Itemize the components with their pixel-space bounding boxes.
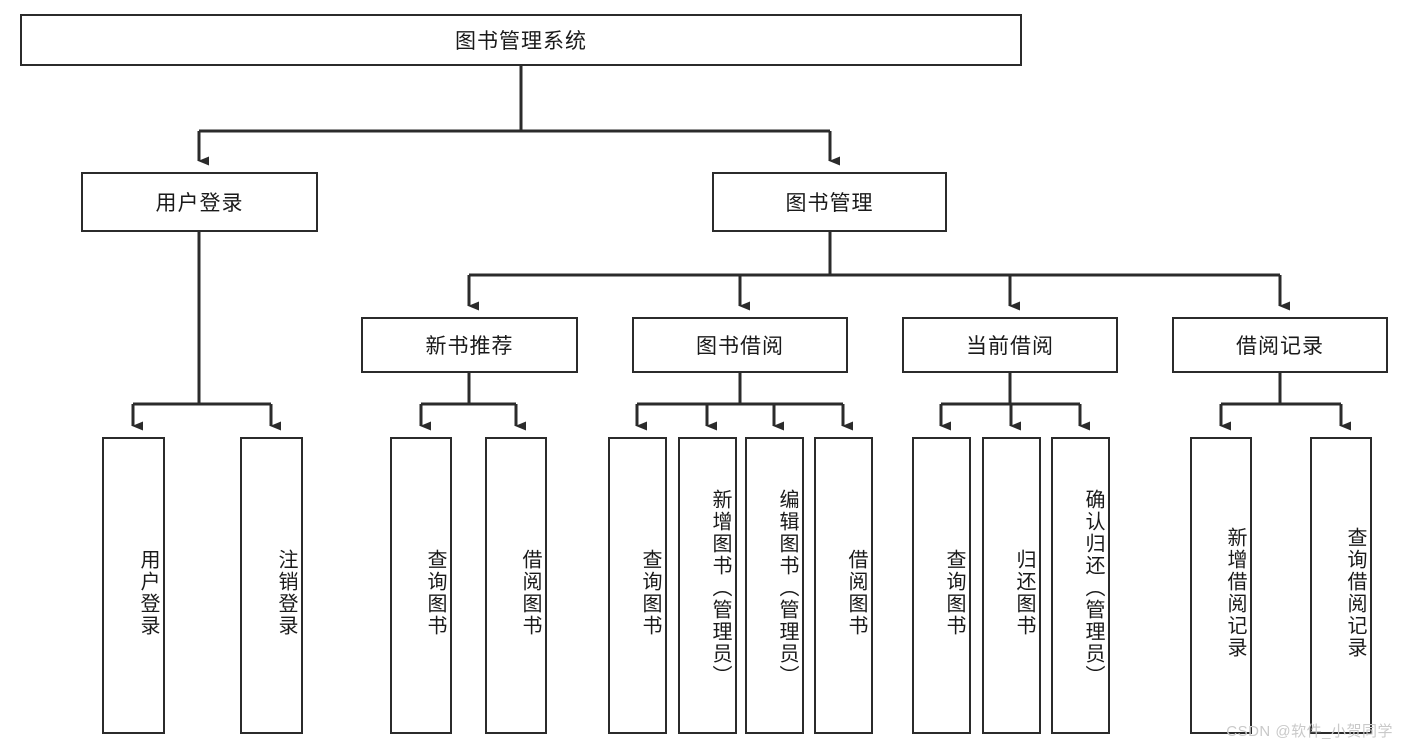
node-new-book-recommend[interactable]: 新书推荐 bbox=[361, 317, 578, 373]
node-root-system[interactable]: 图书管理系统 bbox=[20, 14, 1022, 66]
node-book-borrow[interactable]: 图书借阅 bbox=[632, 317, 848, 373]
leaf-node-confirm-return-admin[interactable]: 确认归还（管理员） bbox=[1051, 437, 1110, 734]
leaf-node-add-borrow-record[interactable]: 新增借阅记录 bbox=[1190, 437, 1252, 734]
leaf-node-borrow-book-recommend[interactable]: 借阅图书 bbox=[485, 437, 547, 734]
leaf-node-query-book-recommend[interactable]: 查询图书 bbox=[390, 437, 452, 734]
node-book-management[interactable]: 图书管理 bbox=[712, 172, 947, 232]
leaf-node-borrow-book[interactable]: 借阅图书 bbox=[814, 437, 873, 734]
leaf-node-return-book[interactable]: 归还图书 bbox=[982, 437, 1041, 734]
leaf-node-query-book-borrow[interactable]: 查询图书 bbox=[608, 437, 667, 734]
node-current-borrow[interactable]: 当前借阅 bbox=[902, 317, 1118, 373]
leaf-node-query-borrow-record[interactable]: 查询借阅记录 bbox=[1310, 437, 1372, 734]
watermark-label: CSDN @软件_小贺同学 bbox=[1226, 723, 1393, 740]
leaf-node-query-book-current[interactable]: 查询图书 bbox=[912, 437, 971, 734]
node-borrow-records[interactable]: 借阅记录 bbox=[1172, 317, 1388, 373]
leaf-node-add-book-admin[interactable]: 新增图书（管理员） bbox=[678, 437, 737, 734]
leaf-node-user-login[interactable]: 用户登录 bbox=[102, 437, 165, 734]
leaf-node-edit-book-admin[interactable]: 编辑图书（管理员） bbox=[745, 437, 804, 734]
node-user-login[interactable]: 用户登录 bbox=[81, 172, 318, 232]
leaf-node-logout[interactable]: 注销登录 bbox=[240, 437, 303, 734]
